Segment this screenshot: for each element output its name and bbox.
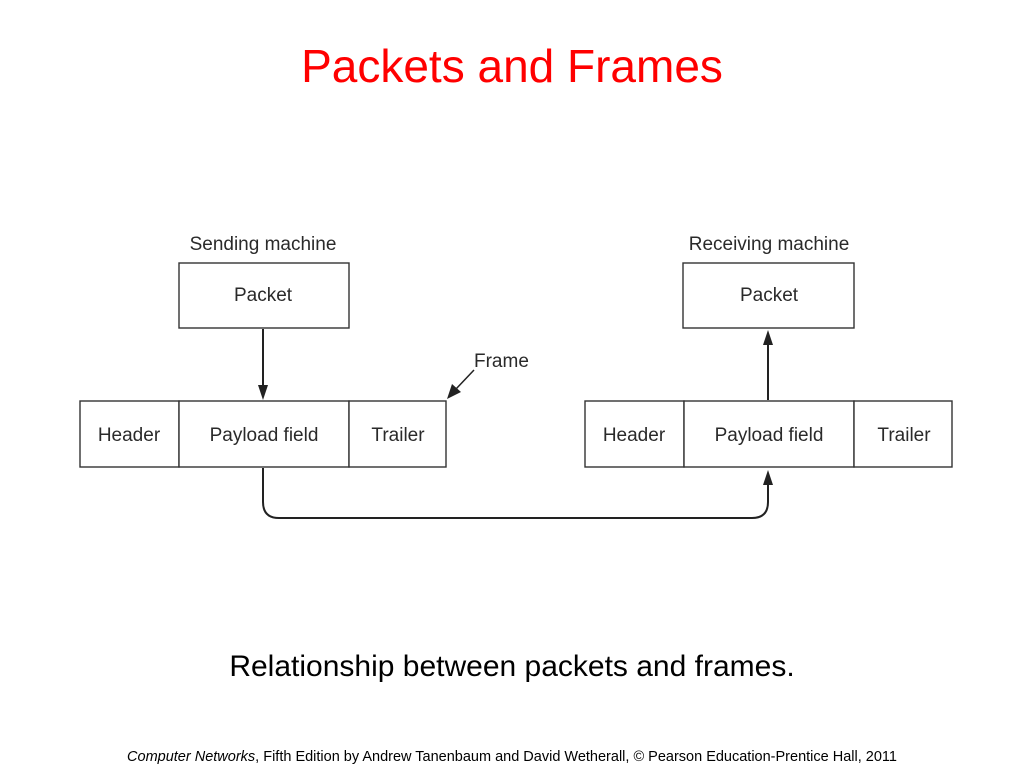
frame-callout-label: Frame: [474, 351, 529, 372]
sender-trailer-label: Trailer: [371, 425, 425, 446]
transmission-path: [262, 468, 769, 519]
sender-down-arrowhead: [258, 385, 268, 400]
sending-machine-label: Sending machine: [190, 234, 337, 255]
receiving-machine-label: Receiving machine: [689, 234, 850, 255]
receiver-payload-label: Payload field: [715, 425, 824, 446]
sender-payload-label: Payload field: [210, 425, 319, 446]
receiver-packet-box: [682, 262, 855, 329]
slide-title: Packets and Frames: [301, 40, 723, 92]
sender-packet-box: [178, 262, 350, 329]
footer-credit-text: , Fifth Edition by Andrew Tanenbaum and …: [255, 749, 897, 765]
frame-callout-line: [455, 369, 475, 390]
sender-header-box: [79, 400, 180, 468]
receiver-trailer-label: Trailer: [877, 425, 931, 446]
receiver-payload-box: [683, 400, 855, 468]
receiver-packet-label: Packet: [740, 285, 799, 306]
footer-book-title: Computer Networks: [127, 749, 256, 765]
figure-caption: Relationship between packets and frames.: [229, 650, 795, 683]
receiver-trailer-box: [853, 400, 953, 468]
footer-credit: Computer Networks, Fifth Edition by Andr…: [0, 748, 1024, 766]
receiver-header-box: [584, 400, 685, 468]
sender-header-label: Header: [98, 425, 161, 446]
receiver-header-label: Header: [603, 425, 666, 446]
sender-packet-label: Packet: [234, 285, 293, 306]
sender-trailer-box: [348, 400, 447, 468]
sender-frame: Header Payload field Trailer: [79, 400, 447, 468]
sender-payload-box: [178, 400, 350, 468]
receiver-up-arrowhead: [763, 330, 773, 345]
frame-callout-arrowhead: [447, 384, 461, 399]
transmission-arrowhead: [763, 470, 773, 485]
receiver-frame: Header Payload field Trailer: [584, 400, 953, 468]
